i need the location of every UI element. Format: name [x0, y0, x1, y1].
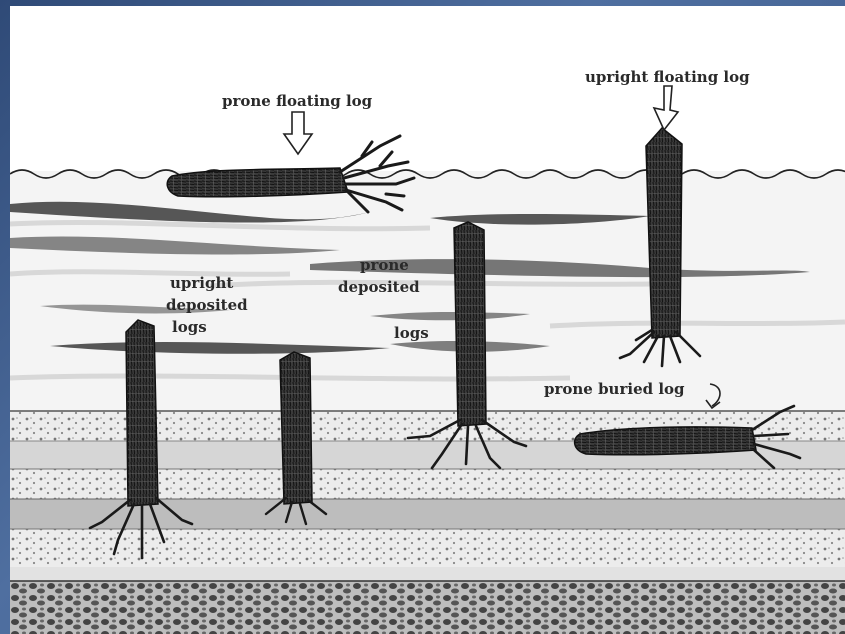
label-upright-deposited-2: deposited [166, 296, 248, 314]
label-upright-deposited-1: upright [170, 274, 233, 292]
label-prone-buried-log: prone buried log [544, 380, 685, 398]
sky [10, 6, 845, 171]
label-prone-deposited-1: prone [360, 256, 409, 274]
label-upright-deposited-3: logs [172, 318, 207, 336]
label-prone-deposited-2: deposited [338, 278, 420, 296]
petrified-forest-diagram: prone floating log upright floating log … [10, 6, 845, 634]
diagram-canvas: prone floating log upright floating log … [10, 6, 845, 634]
label-upright-floating-log: upright floating log [585, 68, 750, 86]
label-prone-floating-log: prone floating log [222, 92, 373, 110]
label-prone-deposited-3: logs [394, 324, 429, 342]
